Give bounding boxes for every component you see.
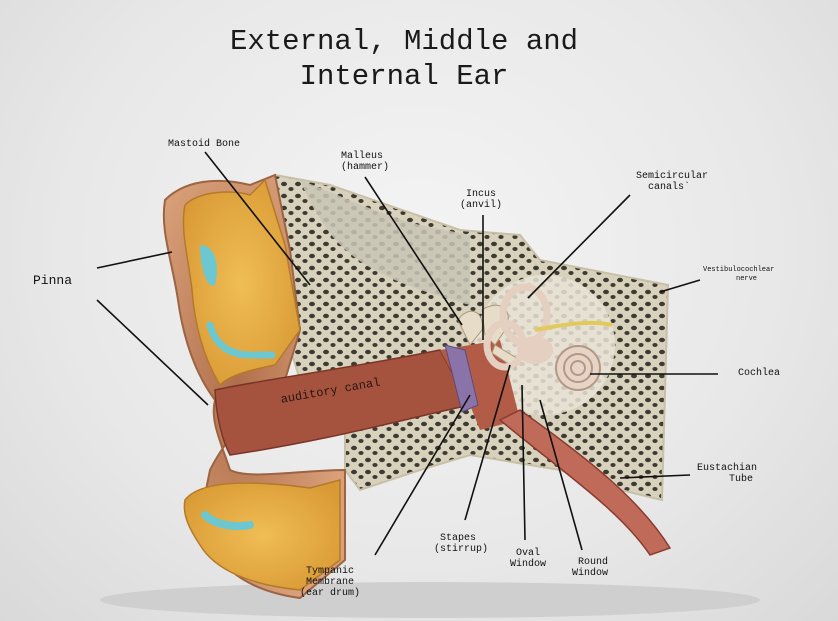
label-round-2: Window (572, 569, 608, 579)
label-pinna: Pinna (33, 276, 72, 286)
ground-shadow (100, 582, 760, 618)
label-tympanic: Tympanic (306, 567, 354, 577)
label-eustachian-2: Tube (729, 475, 753, 485)
label-semicircular-2: canals` (648, 183, 690, 193)
label-malleus: Malleus (341, 152, 383, 162)
label-incus-alias: (anvil) (460, 201, 502, 211)
line-pinna-1 (97, 252, 172, 268)
label-malleus-alias: (hammer) (341, 163, 389, 173)
label-cochlea: Cochlea (738, 369, 780, 379)
label-stapes-alias: (stirrup) (434, 545, 488, 555)
vestibule (517, 336, 553, 364)
label-semicircular: Semicircular (636, 172, 708, 182)
label-eustachian: Eustachian (697, 464, 757, 474)
label-tympanic-alias: (ear drum) (300, 589, 360, 599)
diagram-title-line-1: External, Middle and (0, 25, 823, 59)
diagram-title-line-2: Internal Ear (0, 60, 823, 94)
label-stapes: Stapes (440, 534, 476, 544)
label-oval-2: Window (510, 560, 546, 570)
label-vestibulocochlear-2: nerve (736, 275, 757, 283)
label-incus: Incus (466, 190, 496, 200)
label-oval: Oval (516, 549, 540, 559)
label-tympanic-2: Membrane (306, 578, 354, 588)
label-vestibulocochlear: Vestibulocochlear (703, 266, 774, 274)
label-mastoid-bone: Mastoid Bone (168, 140, 240, 150)
label-round: Round (578, 558, 608, 568)
cochlea-shape (556, 346, 600, 390)
